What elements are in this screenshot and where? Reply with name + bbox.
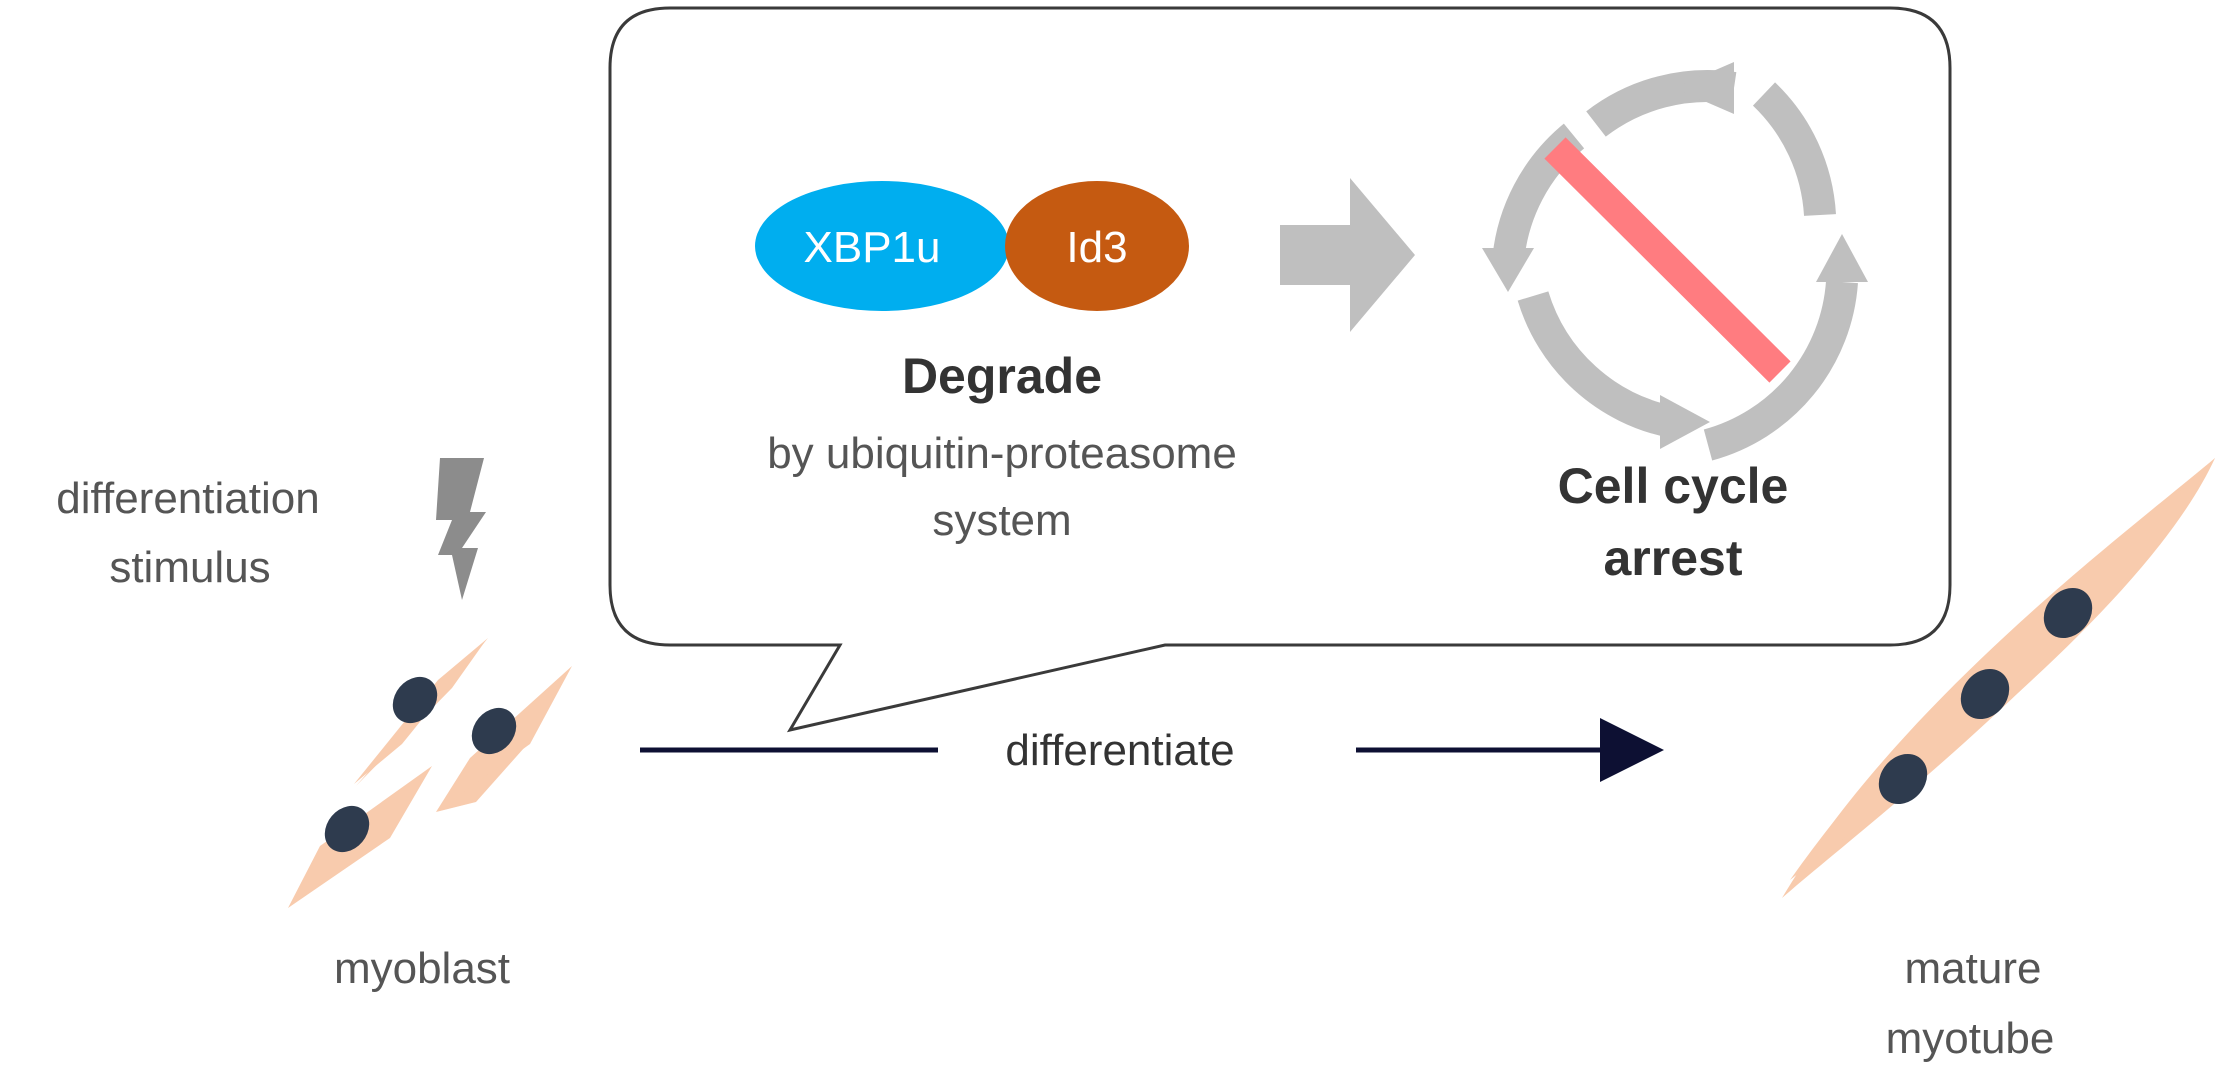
cycle-arc-right-upper (1752, 82, 1836, 217)
xbp1u-label: XBP1u (804, 223, 941, 272)
lightning-icon (436, 458, 486, 600)
stimulus-line2: stimulus (109, 543, 270, 592)
id3-ellipse (1005, 181, 1189, 311)
cycle-arc-bottom (1517, 291, 1676, 438)
cycle-block-bar (1544, 137, 1791, 383)
myoblast-cluster (288, 638, 572, 908)
callout-bubble (608, 6, 1952, 733)
myoblast-label: myoblast (334, 944, 510, 993)
block-arrow-icon (1280, 178, 1415, 332)
arrowhead-icon (1600, 718, 1664, 782)
stimulus-line1: differentiation (56, 474, 319, 523)
myoblast-nucleus (471, 707, 517, 755)
xbp1u-ellipse (755, 181, 1009, 311)
cycle-arrowhead-left (1482, 248, 1534, 292)
myoblast-nucleus (392, 676, 438, 724)
myotube (1782, 458, 2215, 898)
cycle-arrowhead-right (1816, 234, 1868, 282)
degrade-line1: by ubiquitin-proteasome (767, 429, 1237, 478)
differentiate-label: differentiate (1005, 726, 1234, 775)
degrade-line2: system (932, 496, 1071, 545)
cycle-arc-right-lower (1703, 280, 1858, 461)
degrade-title: Degrade (902, 348, 1102, 404)
myotube-line2: myotube (1886, 1014, 2055, 1063)
cell-cycle-icon (1482, 62, 1868, 461)
myotube-nucleus (2043, 587, 2093, 639)
id3-label: Id3 (1066, 223, 1127, 272)
cycle-arrowhead-top (1674, 62, 1734, 114)
myotube-line1: mature (1905, 944, 2042, 993)
myoblast-nucleus (324, 805, 370, 853)
myotube-nucleus (1960, 668, 2010, 720)
arrest-line2: arrest (1604, 530, 1743, 586)
protein-complex: XBP1u Id3 (755, 181, 1189, 311)
myotube-nucleus (1878, 753, 1928, 805)
arrest-line1: Cell cycle (1558, 458, 1789, 514)
cycle-arrowhead-bottom (1660, 395, 1710, 449)
